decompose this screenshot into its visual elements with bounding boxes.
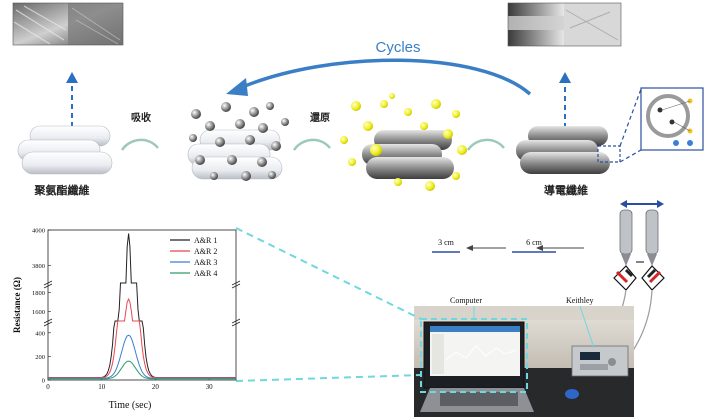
legend-label-3: A&R 3 [194, 258, 217, 267]
cycles-label: Cycles [375, 39, 420, 56]
step-arc-1 [120, 138, 159, 151]
step-label-reduce: 還原 [310, 111, 330, 124]
axis-break-right-1 [231, 280, 241, 289]
probe-setup [613, 200, 665, 291]
x-tick-label-3: 30 [206, 383, 214, 391]
y-tick-label-0: 0 [42, 378, 45, 385]
legend-label-1: A&R 1 [194, 236, 217, 245]
step-arc-2 [292, 138, 331, 151]
zoom-line-chart-bottom [235, 374, 422, 382]
zoom-line-top [619, 88, 642, 147]
keithley-pointer [579, 305, 595, 349]
x-axis-label: Time (sec) [109, 400, 152, 411]
pu-fiber [17, 125, 113, 175]
stage-label-pu: 聚氨酯纖維 [34, 183, 90, 197]
y-tick-label-5: 3800 [32, 263, 45, 270]
legend-label-4: A&R 4 [194, 269, 217, 278]
plot-frame [47, 229, 237, 381]
lab-photo [414, 306, 634, 417]
cross-section-inset [640, 87, 704, 151]
cycle-arrow [239, 58, 532, 96]
y-tick-label-6: 4000 [32, 228, 45, 235]
zoom-line-chart-top [235, 227, 422, 320]
y-tick-label-2: 400 [35, 330, 45, 337]
axis-break-left-0 [43, 318, 53, 327]
keithley-label: Keithley [566, 296, 594, 305]
arrowhead-up-left [66, 72, 78, 83]
distance-3cm: 3 cm [438, 238, 455, 247]
progress-arrowhead [536, 245, 543, 251]
absorbed-fiber [187, 102, 289, 181]
step-arc-3 [466, 138, 505, 151]
x-tick-label-2: 20 [152, 383, 160, 391]
progress-arrowhead-2 [466, 245, 473, 251]
y-tick-label-3: 1600 [32, 309, 45, 316]
computer-label: Computer [450, 296, 482, 305]
stage-label-conductive: 導電纖維 [544, 183, 588, 197]
zoom-line-bottom [619, 149, 642, 163]
conductive-fiber [516, 126, 621, 174]
reduced-fiber [340, 93, 467, 191]
series-line-4 [48, 360, 236, 380]
arrowhead-up-right [559, 72, 571, 83]
y-axis-label: Resistance (Ω) [12, 277, 22, 333]
series-line-2 [48, 297, 236, 379]
distance-6cm: 6 cm [526, 238, 543, 247]
x-tick-label-0: 0 [46, 383, 50, 391]
sem-image-left [12, 2, 124, 46]
cycle-arrowhead [226, 78, 248, 96]
step-label-absorb: 吸收 [131, 111, 151, 124]
x-tick-label-1: 10 [98, 383, 106, 391]
y-tick-label-4: 1800 [32, 290, 45, 297]
legend-label-2: A&R 2 [194, 247, 217, 256]
y-tick-label-1: 200 [35, 354, 45, 361]
resistance-chart: 0 200 400 1600 1800 3800 4000 0 10 20 30 A&R 1 A&R … [12, 228, 241, 411]
series-line-3 [48, 334, 236, 379]
sem-image-right [507, 2, 622, 47]
axis-break-left-1 [43, 280, 53, 289]
axis-break-right-0 [231, 318, 241, 327]
